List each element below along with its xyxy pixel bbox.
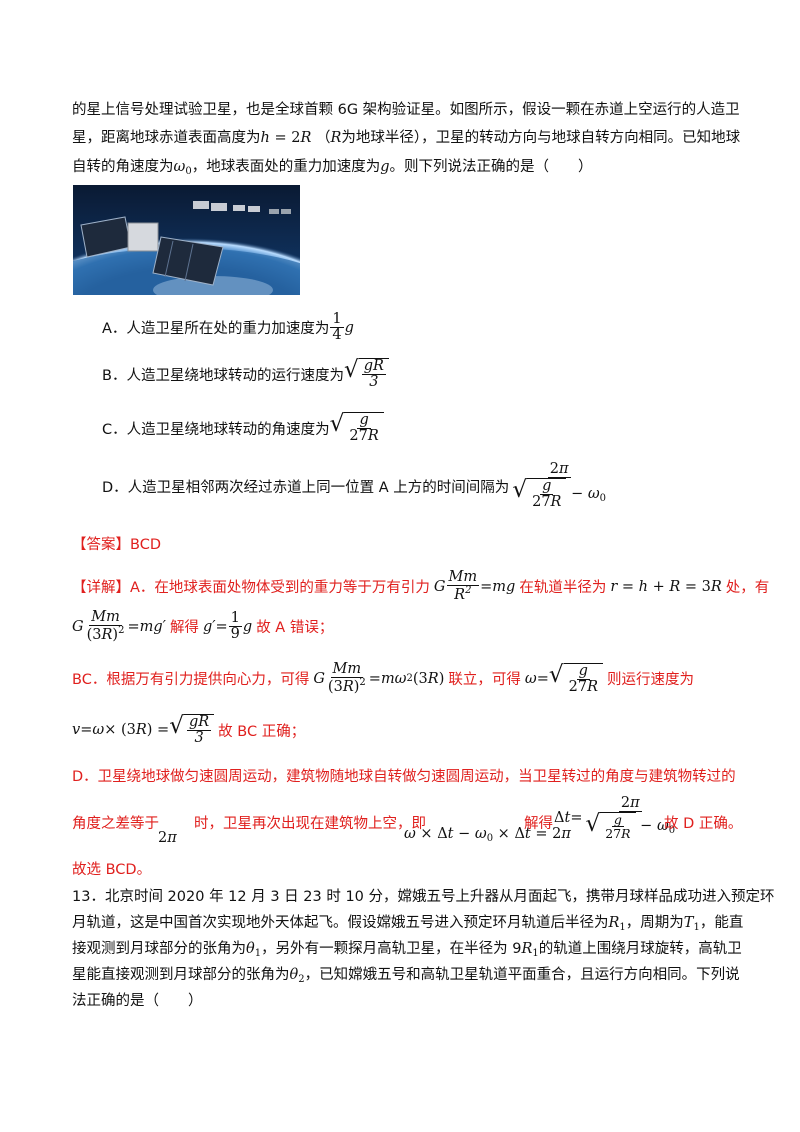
p12-line3: 自转的角速度为ω0，地球表面处的重力加速度为g。则下列说法正确的是（ ） — [72, 159, 593, 177]
p13-line5: 法正确的是（ ） — [72, 993, 203, 1009]
p13-line1: 13．北京时间 2020 年 12 月 3 日 23 时 10 分，嫦娥五号上升… — [72, 889, 775, 905]
p12-line2: 星，距离地球赤道表面高度为h = 2R （R为地球半径），卫星的转动方向与地球自… — [72, 130, 741, 146]
answer-label: 【答案】BCD — [72, 537, 161, 553]
p13-line4: 星能直接观测到月球部分的张角为θ2，已知嫦娥五号和高轨卫星轨道平面重合，且运行方… — [72, 967, 740, 985]
p12-line1: 的星上信号处理试验卫星，也是全球首颗 6G 架构验证星。如图所示，假设一颗在赤道… — [72, 102, 740, 118]
satellite-earth-image — [73, 185, 300, 295]
satellite-illustration — [73, 185, 300, 295]
explanation-line7: 故选 BCD。 — [72, 862, 152, 878]
explanation-line5: D．卫星绕地球做匀速圆周运动，建筑物随地球自转做匀速圆周运动，当卫星转过的角度与… — [72, 769, 736, 785]
p13-line2: 月轨道，这是中国首次实现地外天体起飞。假设嫦娥五号进入预定环月轨道后半径为R1，… — [72, 915, 744, 933]
p13-line3: 接观测到月球部分的张角为θ1，另外有一颗探月高轨卫星，在半径为 9R1的轨道上围… — [72, 941, 742, 959]
explanation-line6: 角度之差等于 2π 时，卫星再次出现在建筑物上空，即 ω × Δt − ω0 ×… — [72, 795, 743, 846]
